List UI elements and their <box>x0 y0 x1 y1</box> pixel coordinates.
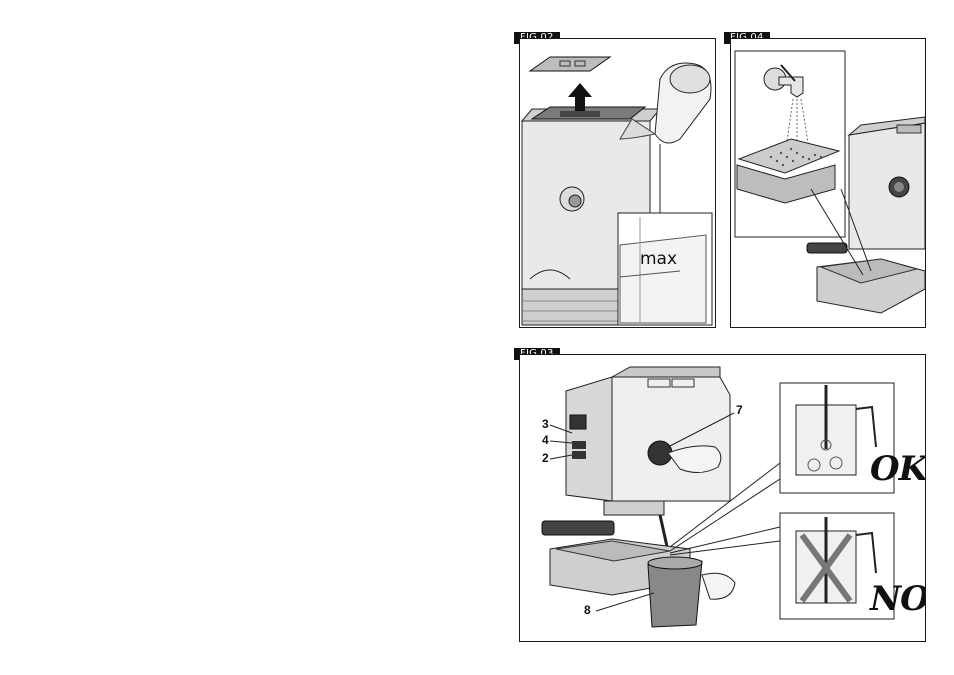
callout-3: 3 <box>542 417 549 431</box>
fig04-panel <box>730 38 926 328</box>
max-level-label: max <box>640 249 677 269</box>
callout-7: 7 <box>736 403 743 417</box>
no-label: NO <box>870 579 926 619</box>
fig02-illustration <box>520 39 715 327</box>
fig02-panel: max <box>519 38 716 328</box>
callout-8: 8 <box>584 603 591 617</box>
fig04-illustration <box>731 39 925 327</box>
callout-4: 4 <box>542 433 549 447</box>
ok-label: OK <box>870 449 926 489</box>
callout-2: 2 <box>542 451 549 465</box>
fig03-illustration <box>520 355 925 641</box>
fig03-panel: 3 4 2 7 8 OK NO <box>519 354 926 642</box>
